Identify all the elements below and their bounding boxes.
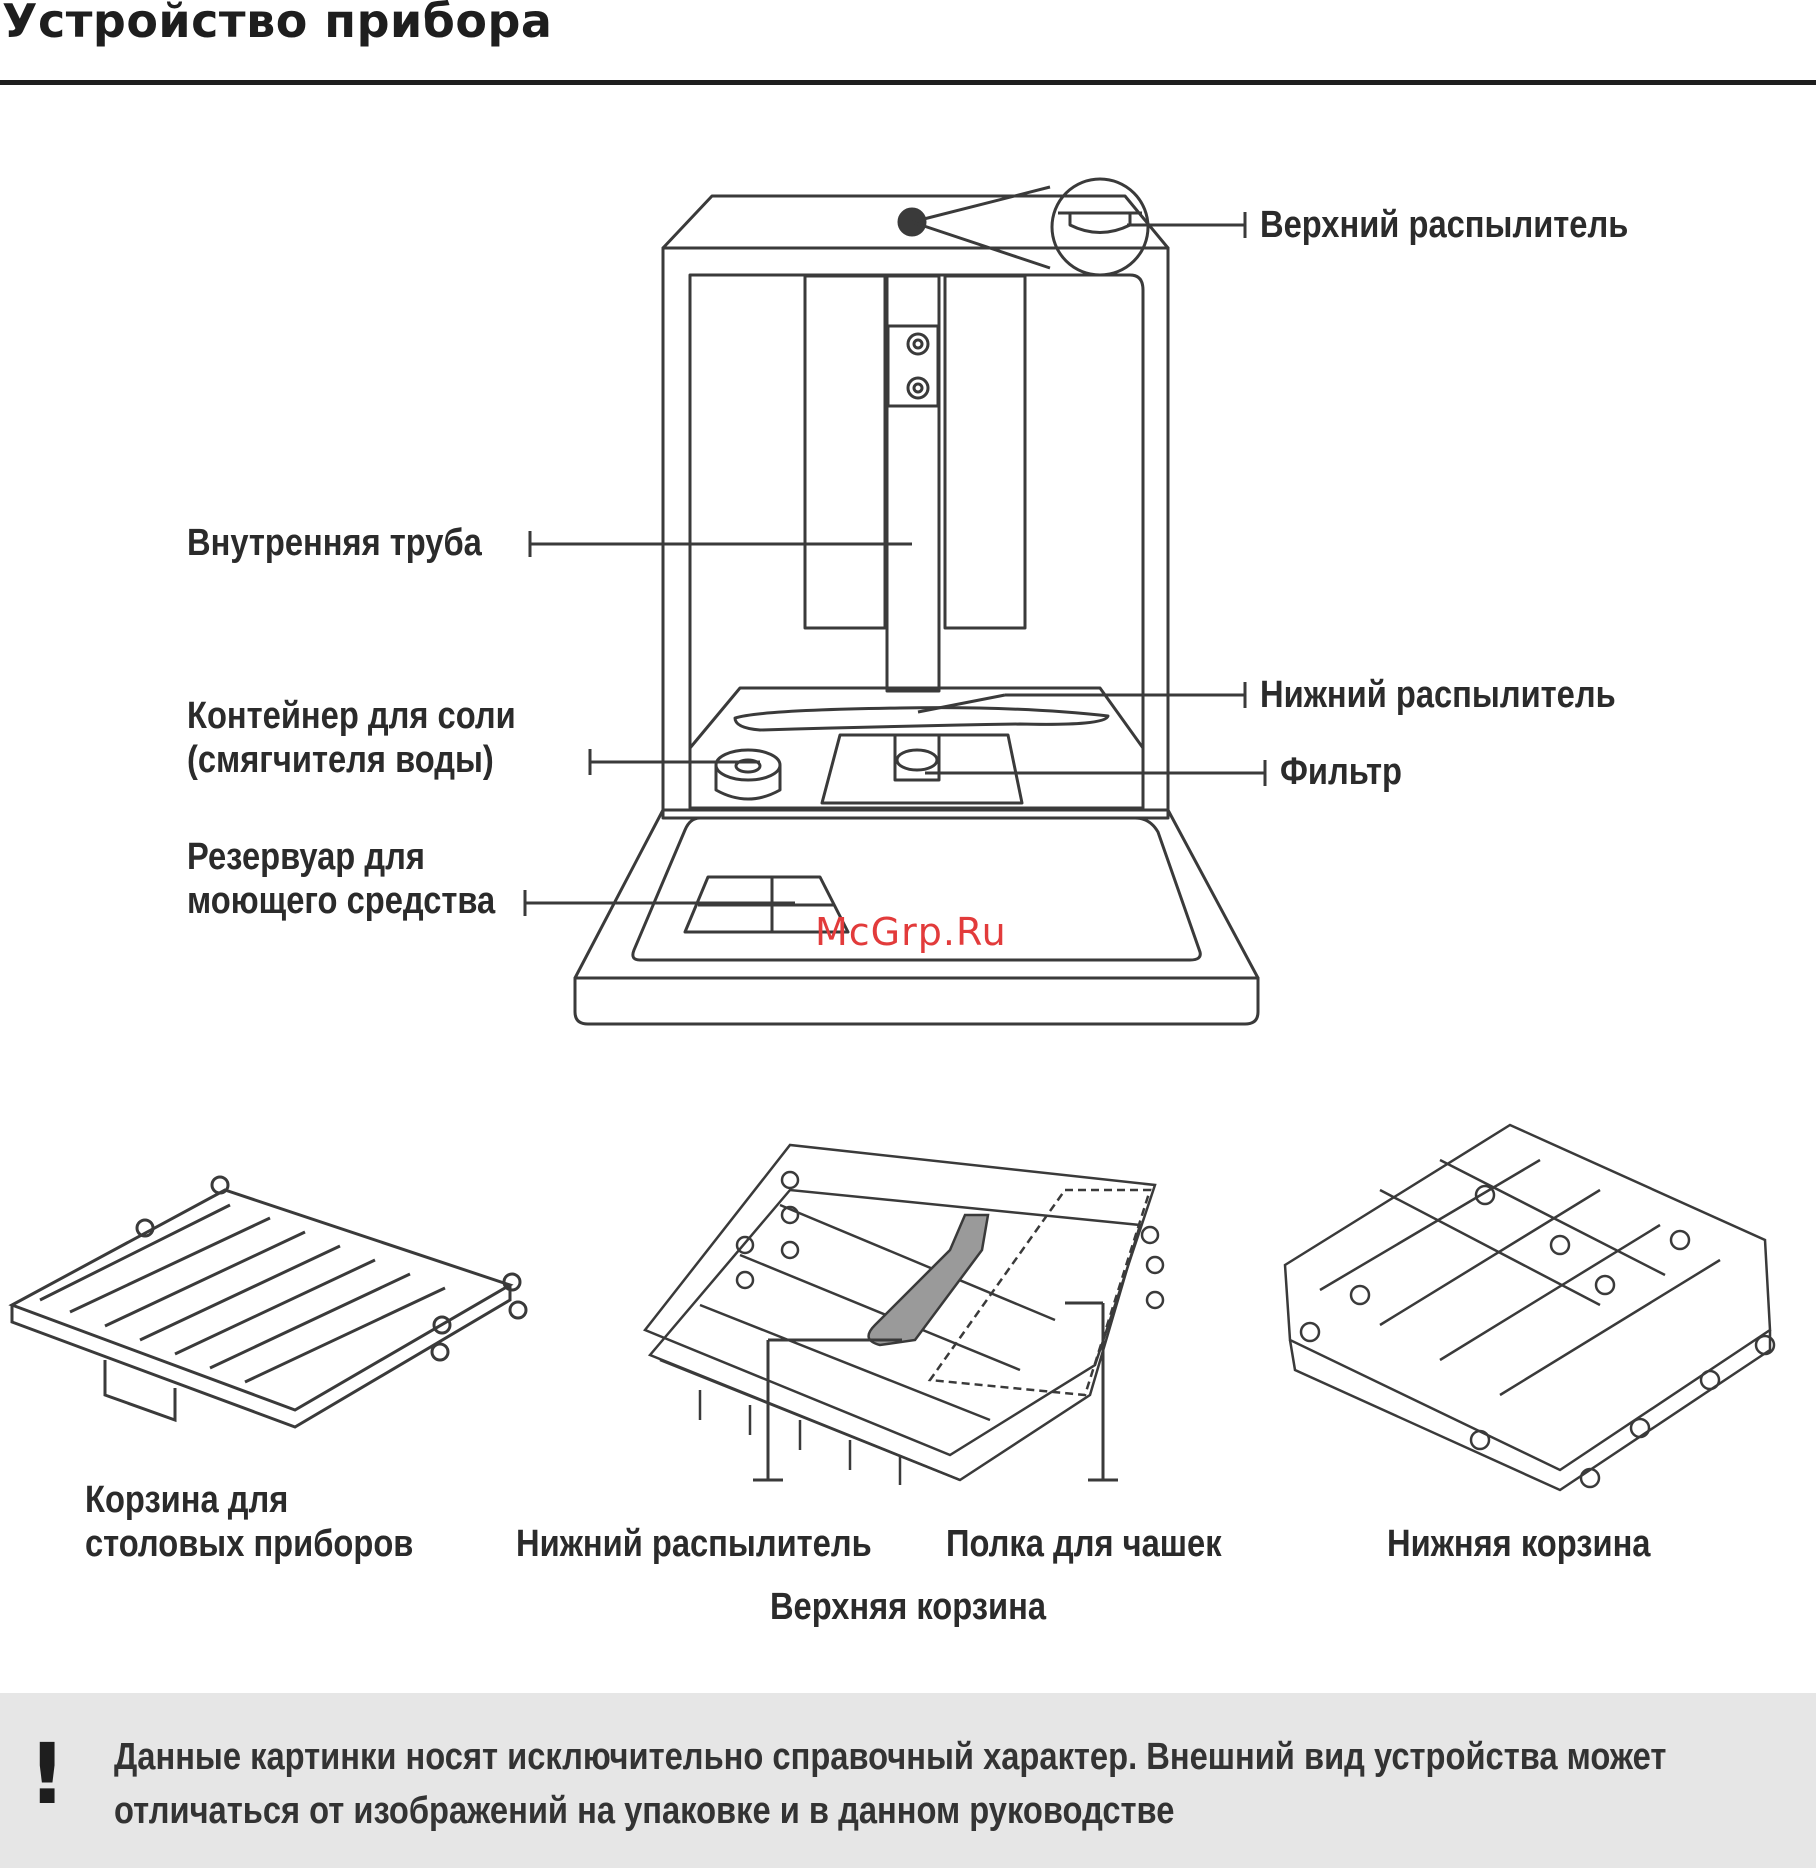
note-line-2: отличаться от изображений на упаковке и … <box>114 1790 1175 1832</box>
label-cutlery-basket-line1: Корзина для <box>85 1479 289 1521</box>
note-line-1: Данные картинки носят исключительно спра… <box>114 1736 1667 1778</box>
page-title: Устройство прибора <box>2 0 553 48</box>
label-detergent-line1: Резервуар для <box>187 836 425 878</box>
label-lower-spray: Нижний распылитель <box>1260 674 1616 716</box>
label-salt-container: Контейнер для соли (смягчителя воды) <box>187 694 516 782</box>
label-cup-shelf: Полка для чашек <box>946 1523 1222 1565</box>
label-detergent: Резервуар для моющего средства <box>187 835 495 923</box>
exclamation-icon: ! <box>28 1725 67 1823</box>
lower-basket-illustration <box>1283 1123 1776 1492</box>
title-rule <box>0 80 1816 85</box>
label-salt-container-line2: (смягчителя воды) <box>187 739 494 781</box>
note-panel <box>0 1693 1816 1868</box>
upper-basket-illustration <box>642 1143 1165 1485</box>
label-detergent-line2: моющего средства <box>187 880 496 922</box>
watermark: McGrp.Ru <box>815 910 1007 954</box>
label-inner-pipe: Внутренняя труба <box>187 522 482 564</box>
label-upper-basket: Верхняя корзина <box>769 1586 1047 1628</box>
label-cutlery-basket: Корзина для столовых приборов <box>85 1478 413 1566</box>
note-text: Данные картинки носят исключительно спра… <box>114 1730 1666 1838</box>
label-lower-basket: Нижняя корзина <box>1387 1523 1651 1565</box>
label-filter: Фильтр <box>1280 751 1402 793</box>
label-basket-lower-spray: Нижний распылитель <box>516 1523 872 1565</box>
label-cutlery-basket-line2: столовых приборов <box>85 1523 414 1565</box>
label-upper-spray: Верхний распылитель <box>1260 204 1629 246</box>
cutlery-basket-illustration <box>8 1175 528 1429</box>
label-salt-container-line1: Контейнер для соли <box>187 695 516 737</box>
